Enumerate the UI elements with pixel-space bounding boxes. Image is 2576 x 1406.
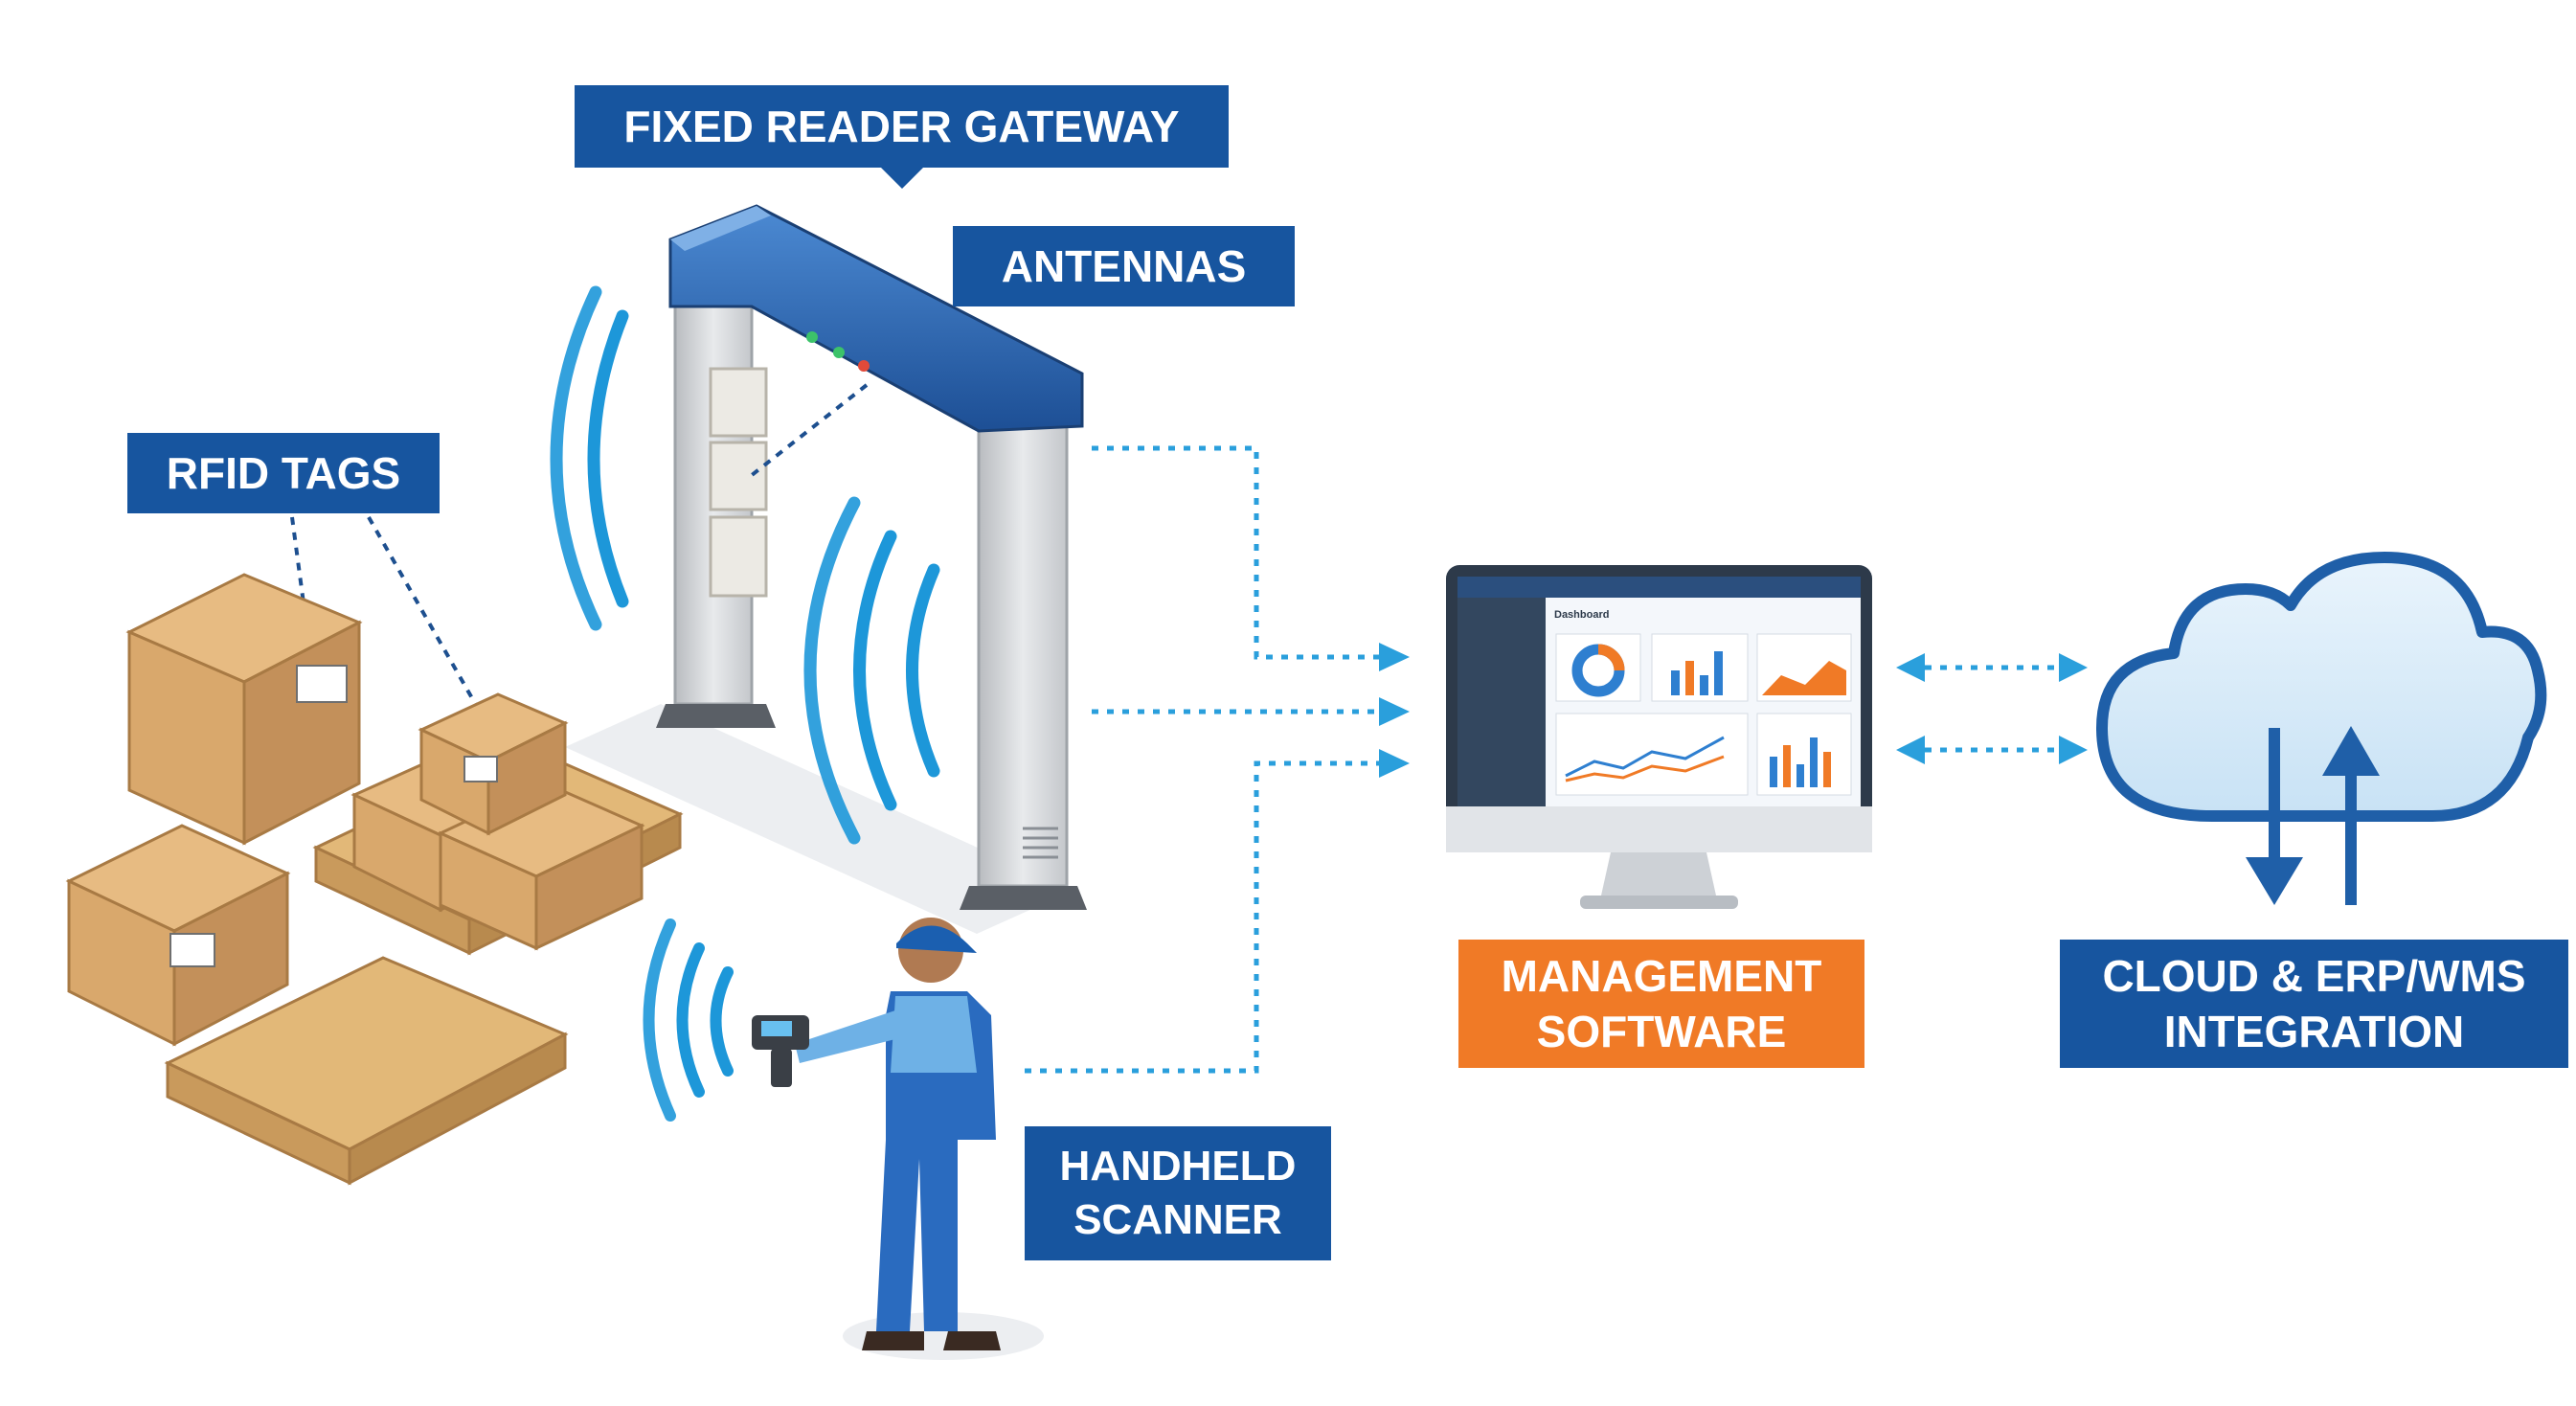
callout-leaders — [290, 383, 869, 719]
rfid-tags-label: RFID TAGS — [127, 433, 440, 513]
dashboard-widgets — [1555, 633, 1852, 796]
antenna-panels — [709, 367, 768, 598]
antennas-text: ANTENNAS — [1001, 241, 1247, 291]
antennas-label: ANTENNAS — [953, 226, 1295, 306]
status-led-green — [806, 331, 818, 343]
handheld-text: HANDHELD — [1059, 1143, 1297, 1190]
sync-arrows-icon — [2246, 726, 2380, 905]
handheld-scanner-label: HANDHELD SCANNER — [1025, 1126, 1331, 1260]
barcode-tag-icon — [296, 665, 348, 703]
barcode-tag-icon — [463, 756, 498, 782]
gate-floor-shadow — [565, 704, 1073, 934]
fixed-reader-gateway-label: FIXED READER GATEWAY — [575, 85, 1229, 189]
scanner-text: SCANNER — [1073, 1196, 1282, 1243]
link-handheld — [1025, 760, 1379, 1074]
fixed-reader-gateway — [656, 204, 1087, 910]
cloud-erp-wms-text: CLOUD & ERP/WMS — [2102, 951, 2526, 1001]
monitor-icon — [1446, 565, 1872, 909]
status-led-red — [858, 360, 870, 372]
signal-wave-icon — [550, 285, 940, 1122]
cloud-integration-label: CLOUD & ERP/WMS INTEGRATION — [2060, 940, 2568, 1068]
rfid-tags-text: RFID TAGS — [166, 448, 401, 498]
worker-with-handheld-scanner — [752, 918, 1044, 1360]
cloud-icon — [2096, 552, 2547, 822]
cardboard-boxes — [65, 573, 684, 1186]
arrowheads — [1379, 643, 2088, 778]
fixed-reader-gateway-text: FIXED READER GATEWAY — [623, 102, 1180, 151]
status-led-green — [833, 347, 845, 358]
connection-lines — [1025, 445, 2059, 1074]
monitor-screen-title: Dashboard — [1554, 609, 1610, 621]
software-text: SOFTWARE — [1536, 1007, 1787, 1056]
integration-text: INTEGRATION — [2163, 1007, 2465, 1056]
label-pointer — [880, 168, 923, 189]
vent-grille — [1023, 827, 1058, 859]
management-text: MANAGEMENT — [1501, 951, 1822, 1001]
link-gate-top — [1092, 445, 1379, 660]
barcode-tag-icon — [169, 933, 215, 967]
management-software-label: MANAGEMENT SOFTWARE — [1458, 940, 1864, 1068]
